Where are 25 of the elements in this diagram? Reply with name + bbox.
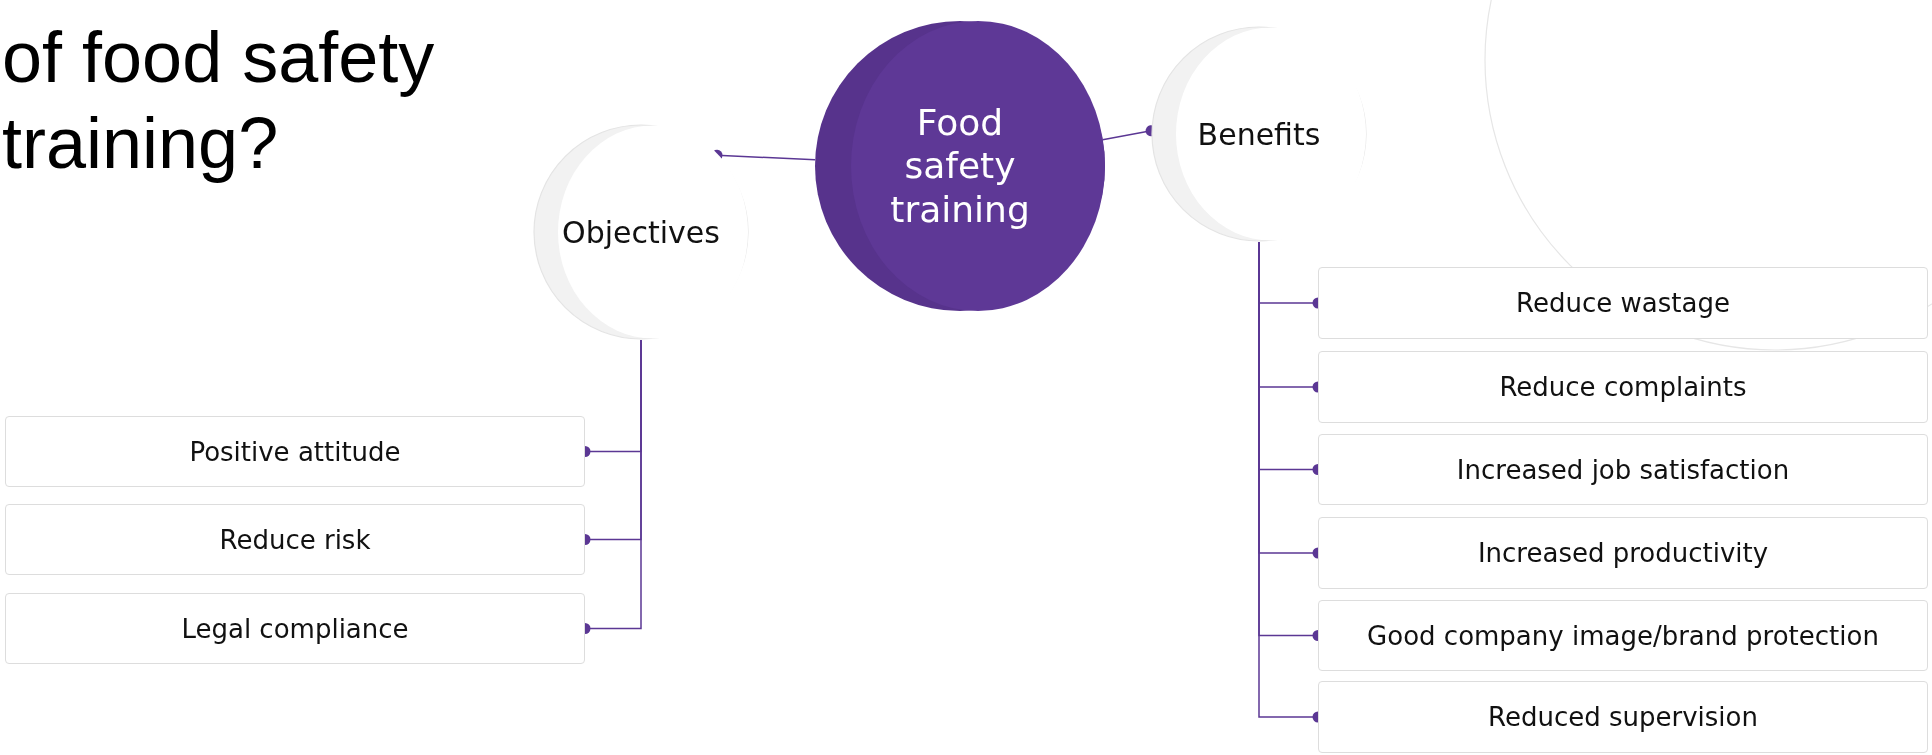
item-label: Reduced supervision [1488,702,1758,732]
topic-label: Objectives [562,214,720,250]
item-label: Good company image/brand protection [1367,620,1879,651]
item-card [1318,434,1928,505]
item-label: Reduce complaints [1499,372,1747,402]
topic-label: Food safety training [889,101,1031,231]
item-card [5,504,585,575]
topic-circle [1151,26,1367,242]
topic-label: Benefits [1197,116,1321,152]
item-card [1318,681,1928,753]
item-label: Reduce risk [219,524,371,555]
item-card [1318,600,1928,671]
item-label: Increased job satisfaction [1456,454,1790,485]
item-card [1318,517,1928,589]
topic-circle [533,124,749,340]
item-card [5,593,585,664]
title: of food safety training? [2,16,436,185]
item-card [1318,351,1928,423]
item-label: Increased productivity [1477,538,1769,568]
item-card [5,416,585,487]
item-label: Reduce wastage [1516,288,1730,318]
center-circle [815,21,1105,311]
item-card [1318,267,1928,339]
item-label: Positive attitude [189,436,401,467]
item-label: Legal compliance [181,613,409,644]
